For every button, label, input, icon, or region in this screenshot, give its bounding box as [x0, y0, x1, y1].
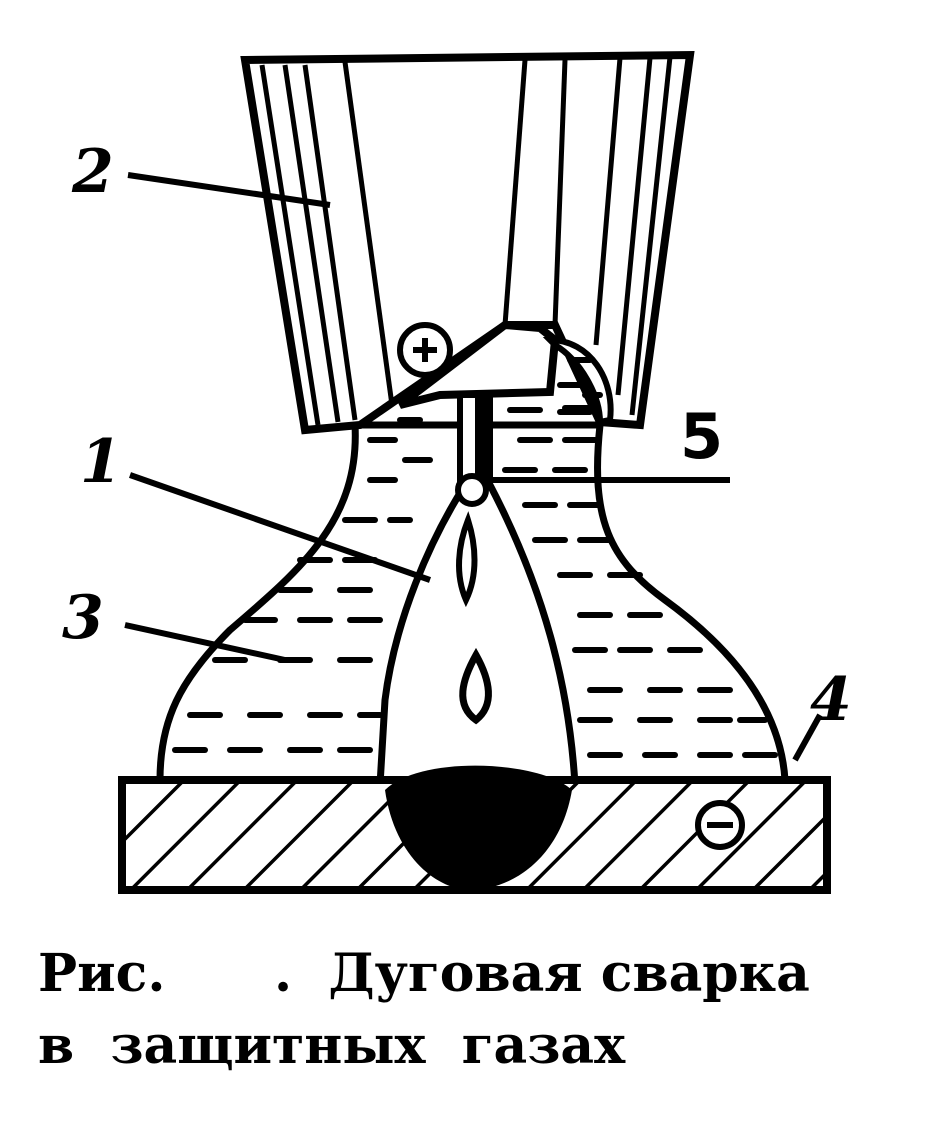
label-electrode: 1	[80, 427, 122, 497]
contact-tip	[397, 320, 560, 409]
caption-line-2: в защитных газах	[38, 1015, 626, 1076]
electrode-wire	[455, 392, 493, 507]
gas-nozzle	[240, 50, 695, 435]
label-arc-point: 5	[680, 400, 723, 473]
label-nozzle: 2	[71, 137, 114, 207]
droplet-lower	[459, 647, 492, 725]
figure-caption: Рис. . Дуговая сварка в защитных газах	[38, 938, 918, 1082]
welding-diagram: 2 1 3 4 5	[62, 50, 852, 894]
arc-column	[376, 481, 579, 789]
workpiece	[118, 765, 831, 894]
label-workpiece: 4	[810, 665, 852, 735]
caption-line-1: Рис. . Дуговая сварка	[38, 943, 810, 1004]
label-shielding-gas: 3	[62, 583, 104, 653]
leader-lines	[124, 172, 823, 762]
droplet-upper	[456, 511, 478, 608]
weld-pool	[385, 765, 572, 890]
